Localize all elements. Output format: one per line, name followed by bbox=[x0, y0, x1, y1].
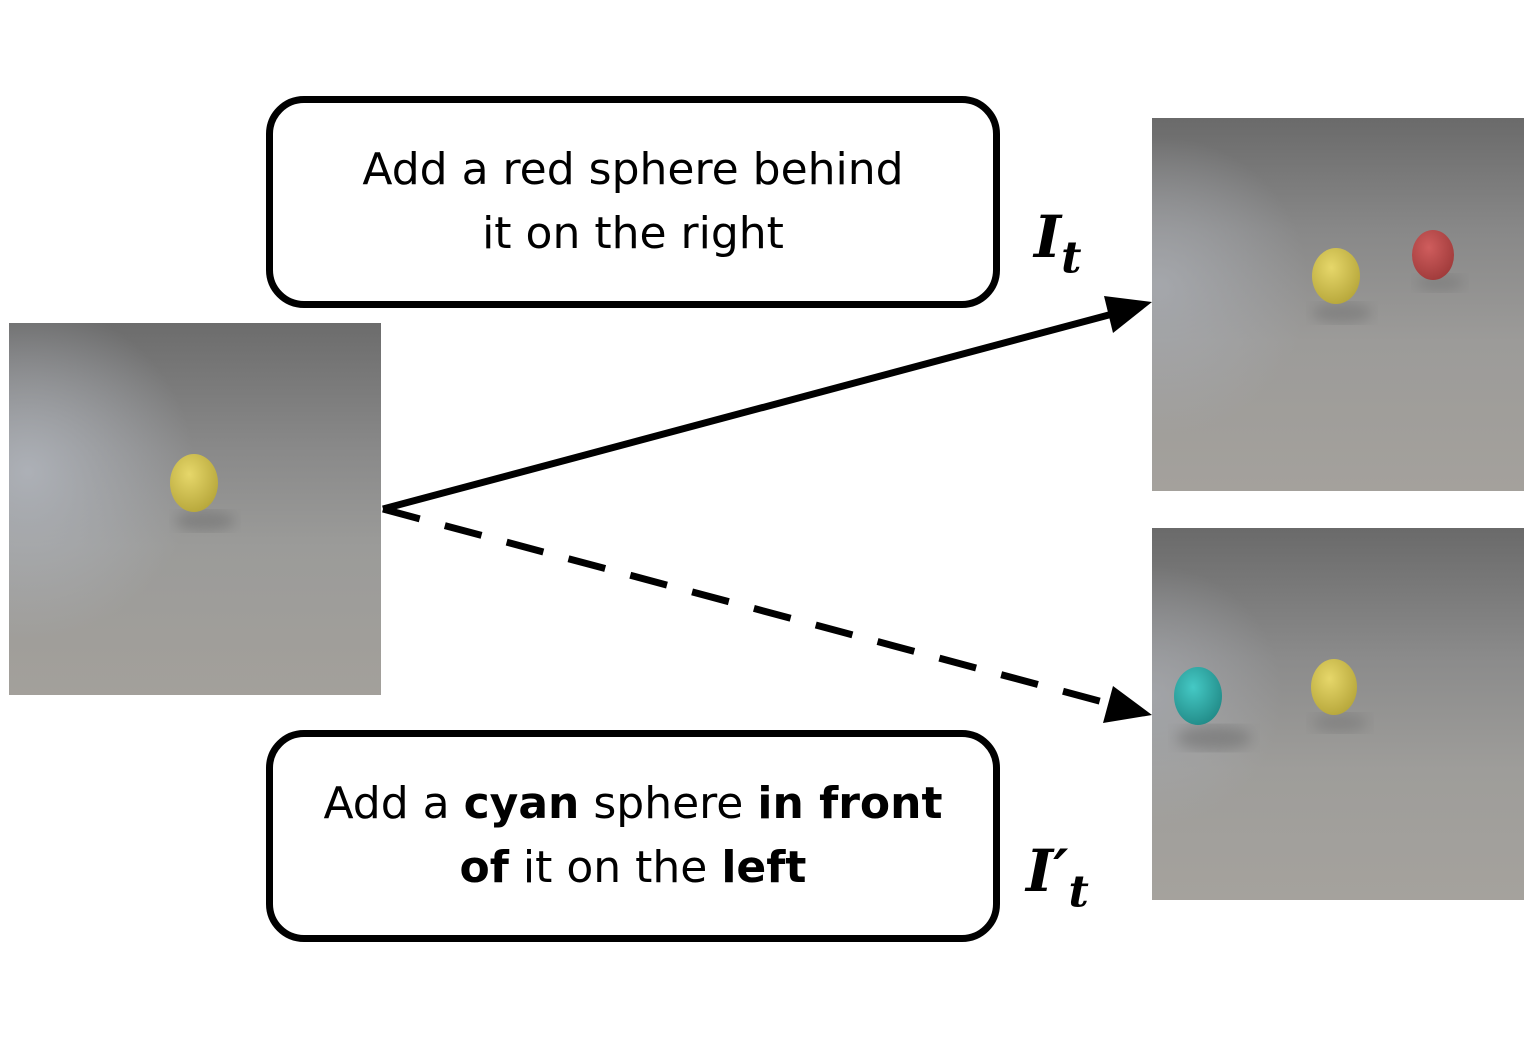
yellow-sphere bbox=[170, 454, 218, 512]
red-sphere bbox=[1412, 230, 1454, 280]
instruction-bottom-text: it on the bbox=[508, 842, 722, 893]
solid-arrow-line bbox=[382, 308, 1121, 513]
solid-arrow-head bbox=[1104, 296, 1152, 333]
yellow-sphere bbox=[1311, 659, 1357, 715]
instruction-bottom-emph: cyan bbox=[463, 778, 580, 829]
counter-label-sub: t bbox=[1068, 866, 1089, 918]
target-label-sub: t bbox=[1061, 232, 1082, 284]
target-label-base: I bbox=[1034, 203, 1062, 271]
cyan-sphere bbox=[1174, 667, 1222, 725]
yellow-sphere bbox=[1312, 248, 1360, 304]
counter-label-base: I′ bbox=[1026, 837, 1069, 905]
instruction-top-line1: Add a red sphere behind bbox=[362, 144, 904, 195]
target-image-label: It bbox=[1034, 208, 1081, 280]
target-scene-image bbox=[1152, 118, 1524, 491]
instruction-bottom-emph: left bbox=[721, 842, 807, 893]
instruction-top-line2: it on the right bbox=[482, 208, 784, 259]
instruction-box-top: Add a red sphere behind it on the right bbox=[266, 96, 1000, 308]
dashed-arrow-head bbox=[1103, 686, 1152, 723]
source-scene-image bbox=[9, 323, 381, 695]
counterfactual-scene-image bbox=[1152, 528, 1524, 900]
dashed-arrow-line bbox=[382, 505, 1119, 710]
instruction-bottom-emph: in front bbox=[757, 778, 943, 829]
instruction-bottom-text: sphere bbox=[579, 778, 758, 829]
instruction-bottom-text: Add a bbox=[323, 778, 464, 829]
instruction-bottom-emph: of bbox=[459, 842, 509, 893]
instruction-box-bottom: Add a cyan sphere in front of it on the … bbox=[266, 730, 1000, 942]
counterfactual-image-label: I′t bbox=[1026, 842, 1089, 914]
